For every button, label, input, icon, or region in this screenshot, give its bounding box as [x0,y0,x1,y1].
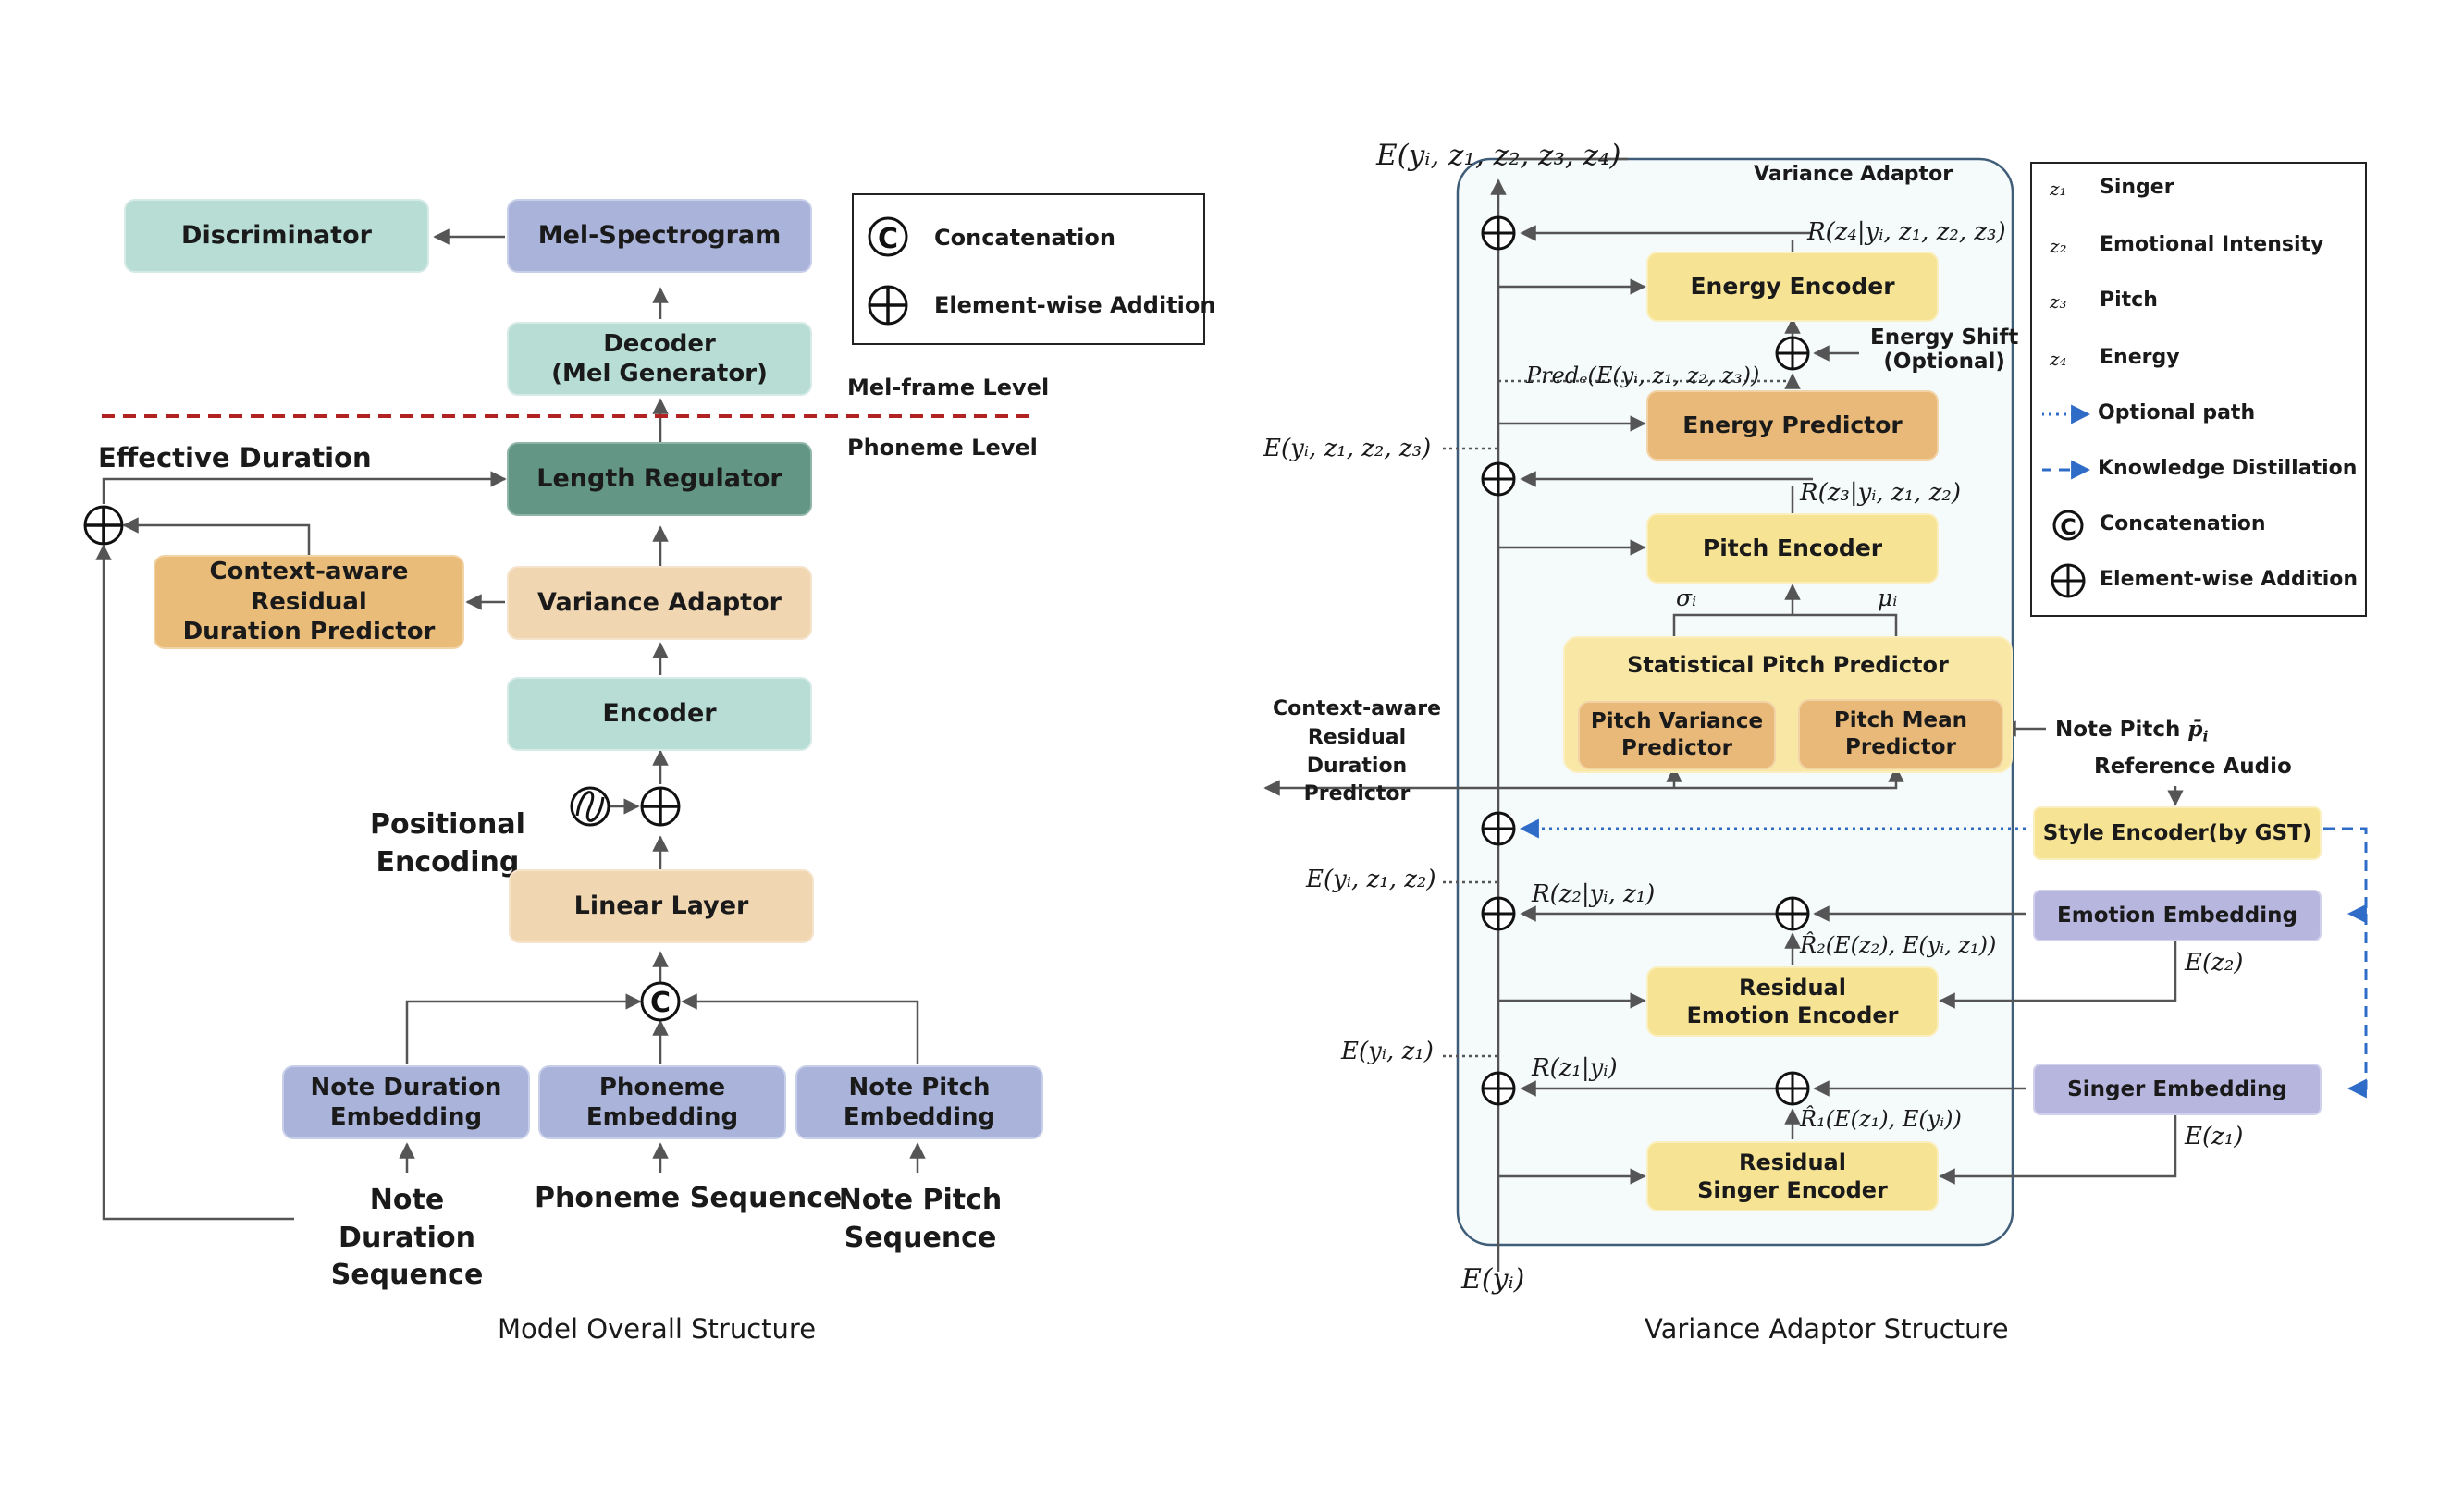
legend-z2-label: Emotional Intensity [2100,233,2324,256]
math-pred-e: Predₑ(E(yᵢ, z₁, z₂, z₃)) [1526,363,1760,388]
phoneme-embedding-box: Phoneme Embedding [538,1065,786,1139]
positional-encoding-label: Positional Encoding [370,808,525,879]
legend-z1: z₁ [2050,178,2067,200]
singer-embedding-box: Singer Embedding [2033,1064,2322,1115]
encoder-box: Encoder [507,677,812,751]
reference-audio-label: Reference Audio [2094,755,2292,779]
energy-predictor-box: Energy Predictor [1646,390,1939,461]
legend-element-addition-label: Element-wise Addition [934,292,1216,318]
legend-z4-label: Energy [2100,346,2180,369]
note-pitch-sequence-label: Note Pitch Sequence [838,1184,1003,1254]
note-pitch-symbol: p̄ [2187,717,2203,742]
residual-singer-encoder-box: Residual Singer Encoder [1646,1141,1939,1211]
phoneme-sequence-label: Phoneme Sequence [535,1182,843,1214]
discriminator-box: Discriminator [124,199,429,273]
style-encoder-box: Style Encoder(by GST) [2033,806,2322,860]
note-duration-sequence-label: Note Duration Sequence [330,1184,484,1291]
pitch-encoder-box: Pitch Encoder [1646,513,1939,584]
math-e-z1: E(yᵢ, z₁) [1341,1038,1434,1065]
legend-z1-label: Singer [2100,176,2174,199]
svg-text:C: C [2060,514,2076,540]
math-mu: μᵢ [1878,584,1898,611]
legend-z3: z₃ [2050,290,2067,313]
context-residual-duration-box: Context-aware Residual Duration Predicto… [154,555,464,649]
legend-z2: z₂ [2050,235,2067,257]
math-r2: R(z₂|yᵢ, z₁) [1532,880,1656,908]
math-e-top: E(yᵢ, z₁, z₂, z₃, z₄) [1376,139,1621,172]
energy-shift-label: Energy Shift (Optional) [1870,326,2019,374]
svg-text:C: C [878,223,898,255]
math-r3: R(z₃|yᵢ, z₁, z₂) [1800,479,1961,507]
legend-optional-path-label: Optional path [2098,401,2256,424]
variance-adaptor-box: Variance Adaptor [507,566,812,640]
math-ez1: E(z₁) [2185,1123,2244,1150]
effective-duration-label: Effective Duration [98,442,372,473]
note-pitch-label: Note Pitch p̄i [2055,717,2209,745]
emotion-embedding-box: Emotion Embedding [2033,890,2322,941]
math-r4: R(z₄|yᵢ, z₁, z₂, z₃) [1807,218,2006,246]
variance-adaptor-title: Variance Adaptor [1754,163,1953,186]
legend-knowledge-distillation-label: Knowledge Distillation [2098,457,2358,480]
svg-text:C: C [650,987,671,1019]
decoder-box: Decoder (Mel Generator) [507,322,812,396]
math-r1: R(z₁|yᵢ) [1532,1054,1618,1082]
legend-concatenation-label-right: Concatenation [2100,512,2266,535]
legend-element-addition-label-right: Element-wise Addition [2100,568,2359,591]
length-regulator-box: Length Regulator [507,442,812,516]
linear-layer-box: Linear Layer [509,869,814,943]
residual-emotion-encoder-box: Residual Emotion Encoder [1646,966,1939,1037]
note-duration-embedding-box: Note Duration Embedding [282,1065,530,1139]
phoneme-level-label: Phoneme Level [847,435,1038,461]
math-ez2: E(z₂) [2185,949,2244,977]
math-e-z123: E(yᵢ, z₁, z₂, z₃) [1263,435,1432,462]
left-caption: Model Overall Structure [498,1313,817,1345]
math-r1hat: R̂₁(E(z₁), E(yᵢ)) [1800,1106,1962,1132]
pitch-mean-predictor-box: Pitch Mean Predictor [1798,699,2003,769]
legend-concatenation-label: Concatenation [934,225,1115,251]
note-pitch-subscript: i [2202,727,2209,745]
math-e-z12: E(yᵢ, z₁, z₂) [1306,866,1436,893]
legend-z3-label: Pitch [2100,289,2158,312]
math-r2hat: R̂₂(E(z₂), E(yᵢ, z₁)) [1800,932,1997,958]
math-sigma: σᵢ [1676,584,1697,611]
math-e-yi: E(yᵢ) [1461,1263,1525,1296]
mel-spectrogram-box: Mel-Spectrogram [507,199,812,273]
legend-z4: z₄ [2050,348,2067,370]
pitch-variance-predictor-box: Pitch Variance Predictor [1578,701,1776,769]
right-caption: Variance Adaptor Structure [1645,1313,2009,1345]
note-pitch-embedding-box: Note Pitch Embedding [795,1065,1043,1139]
context-residual-duration-label: Context-aware Residual Duration Predicto… [1273,697,1441,806]
energy-encoder-box: Energy Encoder [1646,252,1939,322]
mel-frame-level-label: Mel-frame Level [847,375,1050,400]
